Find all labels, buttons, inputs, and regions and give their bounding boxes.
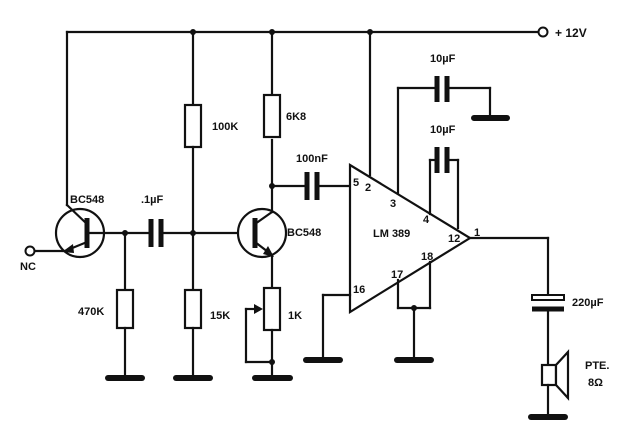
pin-18-label: 18 — [421, 251, 433, 263]
capacitor-coupling: .1µF — [123, 194, 195, 247]
pin-4-label: 4 — [423, 214, 430, 226]
q2-label: BC548 — [287, 227, 321, 239]
potentiometer: 1K — [244, 286, 302, 364]
q1-label: BC548 — [70, 194, 104, 206]
capacitor-mid: 10µF — [428, 124, 460, 230]
input-terminal: NC — [20, 245, 64, 273]
ic-label: LM 389 — [373, 228, 410, 240]
pin-3-label: 3 — [390, 198, 396, 210]
pin-12-label: 12 — [448, 233, 460, 245]
capacitor-output: 220µF — [531, 294, 604, 312]
cap-out-label: 220µF — [572, 297, 604, 309]
capacitor-top: 10µF — [396, 53, 510, 195]
supply-rail: + 12V — [65, 26, 587, 207]
r2-label: 100K — [212, 121, 238, 133]
pot-label: 1K — [288, 310, 302, 322]
pin-16-label: 16 — [353, 284, 365, 296]
transistor-q1: BC548 — [54, 194, 127, 259]
ic-lm389: LM 389 5 2 3 4 12 1 16 17 18 — [348, 163, 480, 314]
input-label: NC — [20, 261, 36, 273]
resistor-r4: 6K8 — [262, 93, 306, 139]
cap-mid-label: 10µF — [430, 124, 456, 136]
speaker-impedance: 8Ω — [588, 377, 603, 389]
capacitor-100n: 100nF — [270, 153, 352, 200]
resistor-r2: 100K — [183, 103, 238, 149]
resistor-r3: 15K — [183, 288, 230, 330]
pin-2-label: 2 — [365, 182, 371, 194]
coupling-cap-label: .1µF — [141, 194, 164, 206]
r3-label: 15K — [210, 310, 230, 322]
pin-17-label: 17 — [391, 269, 403, 281]
pin-1-label: 1 — [474, 227, 480, 239]
transistor-q2: BC548 — [191, 207, 321, 259]
supply-label: + 12V — [555, 26, 587, 40]
pin-5-label: 5 — [353, 177, 359, 189]
speaker: PTE. 8Ω — [540, 349, 609, 401]
supply-terminal — [537, 26, 549, 38]
cap-top-label: 10µF — [430, 53, 456, 65]
resistor-r1: 470K — [78, 288, 135, 330]
r4-label: 6K8 — [286, 111, 306, 123]
r1-label: 470K — [78, 306, 104, 318]
speaker-label: PTE. — [585, 360, 609, 372]
cap-100n-label: 100nF — [296, 153, 328, 165]
